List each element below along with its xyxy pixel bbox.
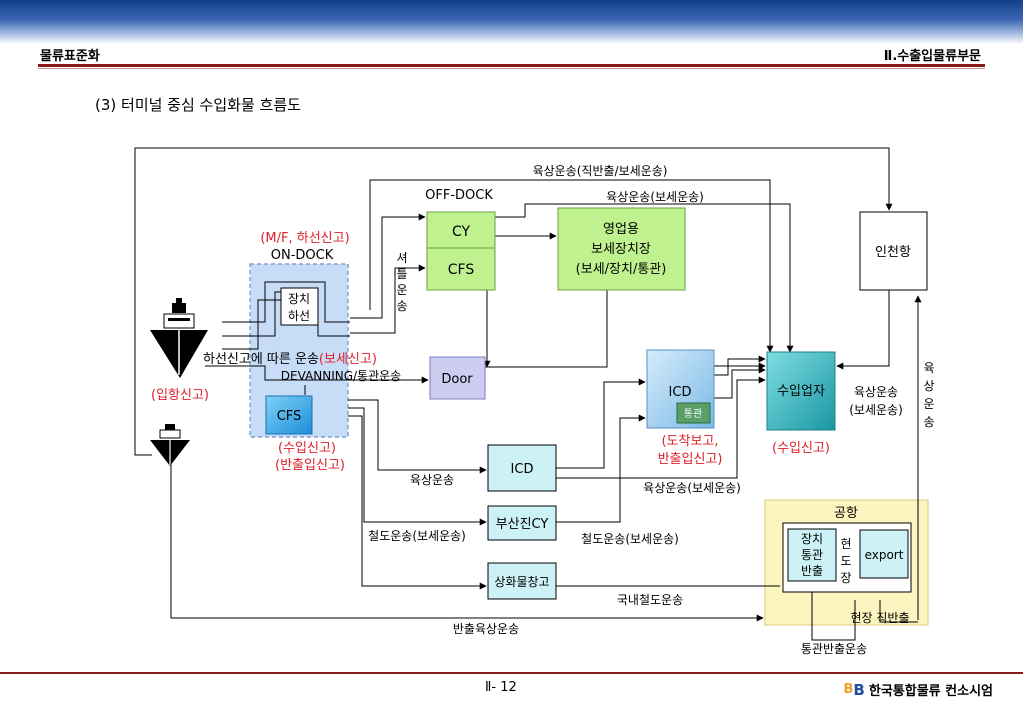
line-ondock-cy [350, 213, 426, 319]
svg-text:도: 도 [840, 554, 851, 568]
svg-text:(수입신고): (수입신고) [772, 441, 830, 456]
icd-lower-label: ICD [511, 462, 534, 477]
line-ondock-busan [348, 407, 487, 526]
line-ondock-warehouse [348, 415, 487, 590]
svg-text:통관: 통관 [684, 408, 702, 420]
cy-label: CY [452, 224, 471, 240]
svg-text:국내철도운송: 국내철도운송 [617, 593, 683, 607]
svg-text:셔: 셔 [396, 251, 407, 265]
line-icd-importer [556, 376, 766, 479]
importer-box [766, 351, 836, 431]
svg-text:ON-DOCK: ON-DOCK [271, 248, 334, 263]
svg-text:육상운송: 육상운송 [410, 473, 454, 487]
line-ondock-icd [348, 399, 487, 474]
line-release-land [170, 460, 764, 622]
cy-box [426, 211, 496, 291]
importer-label: 수입업자 [777, 384, 825, 399]
svg-text:반출입신고): 반출입신고) [658, 452, 723, 467]
busan-cy-label: 부산진CY [496, 517, 549, 532]
page-number: Ⅱ- 12 [485, 680, 517, 695]
svg-text:상: 상 [923, 379, 934, 393]
svg-text:장치: 장치 [288, 292, 310, 306]
bonded-line-3: (보세/장치/통관) [576, 262, 667, 277]
svg-text:(도착보고,: (도착보고, [661, 434, 718, 449]
header-left-title: 물류표준화 [40, 49, 100, 64]
line-warehouse-door [471, 290, 608, 371]
cfs-offdock-label: CFS [448, 262, 475, 278]
cfs-ondock-box [265, 395, 313, 435]
svg-text:장치: 장치 [801, 532, 823, 546]
svg-text:반출육상운송: 반출육상운송 [453, 622, 519, 636]
svg-text:운: 운 [923, 397, 934, 411]
incheon-box [859, 211, 928, 291]
top-banner [0, 0, 1023, 44]
bonded-warehouse-box [557, 207, 686, 291]
svg-text:통관반출운송: 통관반출운송 [801, 642, 867, 656]
airport-jangchi-box [787, 528, 837, 582]
svg-text:송: 송 [396, 299, 407, 313]
sanghwamul-box [487, 562, 557, 600]
svg-text:(M/F, 하선신고): (M/F, 하선신고) [260, 231, 349, 246]
line-icd-inland [556, 378, 646, 469]
ship-icon-small [150, 424, 190, 466]
svg-text:(수입신고): (수입신고) [278, 441, 336, 456]
footer-rule [0, 672, 1023, 674]
svg-text:육상운송: 육상운송 [854, 385, 898, 399]
svg-text:육상운송(보세운송): 육상운송(보세운송) [643, 481, 741, 495]
line-to-door [205, 365, 429, 384]
header-rule [38, 64, 985, 67]
svg-text:틀: 틀 [396, 267, 407, 281]
line-cy-bonded [495, 203, 794, 353]
svg-text:육상운송(직반출/보세운송): 육상운송(직반출/보세운송) [533, 164, 668, 178]
sanghwamul-label: 상화물창고 [494, 575, 549, 589]
incheon-label: 인천항 [875, 245, 911, 260]
svg-text:현장 직반출: 현장 직반출 [850, 611, 909, 625]
header-rule-thin [38, 68, 985, 69]
door-box [429, 356, 486, 400]
svg-text:육상운송(보세운송): 육상운송(보세운송) [606, 190, 704, 204]
bonded-line-2: 보세장치장 [591, 242, 651, 257]
svg-text:철도운송(보세운송): 철도운송(보세운송) [581, 532, 679, 546]
airport-label: 공항 [834, 506, 858, 521]
door-label: Door [441, 372, 473, 387]
line-busan-icd [556, 414, 646, 523]
svg-text:(입항신고): (입항신고) [151, 388, 209, 403]
line-incheon-importer [836, 290, 890, 370]
line-outer-loop [134, 147, 893, 456]
line-ondock-cfs [350, 264, 426, 334]
busan-cy-box [487, 505, 557, 541]
svg-text:통관: 통관 [801, 548, 823, 562]
icd-lower-box [487, 444, 557, 492]
svg-text:현: 현 [840, 537, 851, 551]
brand-name: 한국통합물류 컨소시엄 [868, 684, 993, 699]
svg-text:하선신고에 따른 운송(보세신고): 하선신고에 따른 운송(보세신고) [203, 352, 377, 367]
svg-text:(반출입신고): (반출입신고) [275, 458, 345, 473]
svg-text:DEVANNING/통관운송: DEVANNING/통관운송 [281, 369, 401, 383]
svg-text:하선: 하선 [288, 309, 310, 323]
svg-text:육: 육 [923, 361, 934, 375]
ship-icon-large [150, 298, 208, 378]
icd-inland-label: ICD [669, 385, 692, 400]
jangchi-haseon-box [280, 287, 319, 326]
svg-text:철도운송(보세운송): 철도운송(보세운송) [368, 529, 466, 543]
export-label: export [865, 548, 904, 562]
svg-text:운: 운 [396, 283, 407, 297]
bonded-line-1: 영업용 [603, 222, 639, 237]
line-land-direct [369, 179, 774, 353]
cfs-ondock-label: CFS [277, 409, 302, 424]
svg-text:장: 장 [840, 571, 851, 585]
tonggwan-box [676, 402, 711, 424]
svg-text:반출: 반출 [801, 564, 823, 578]
svg-text:송: 송 [923, 415, 934, 429]
svg-text:OFF-DOCK: OFF-DOCK [425, 188, 493, 203]
section-title: (3) 터미널 중심 수입화물 흐름도 [95, 96, 301, 114]
header-right-title: Ⅱ.수출입물류부문 [883, 49, 981, 64]
svg-text:(보세운송): (보세운송) [849, 403, 903, 417]
export-box [859, 529, 909, 579]
